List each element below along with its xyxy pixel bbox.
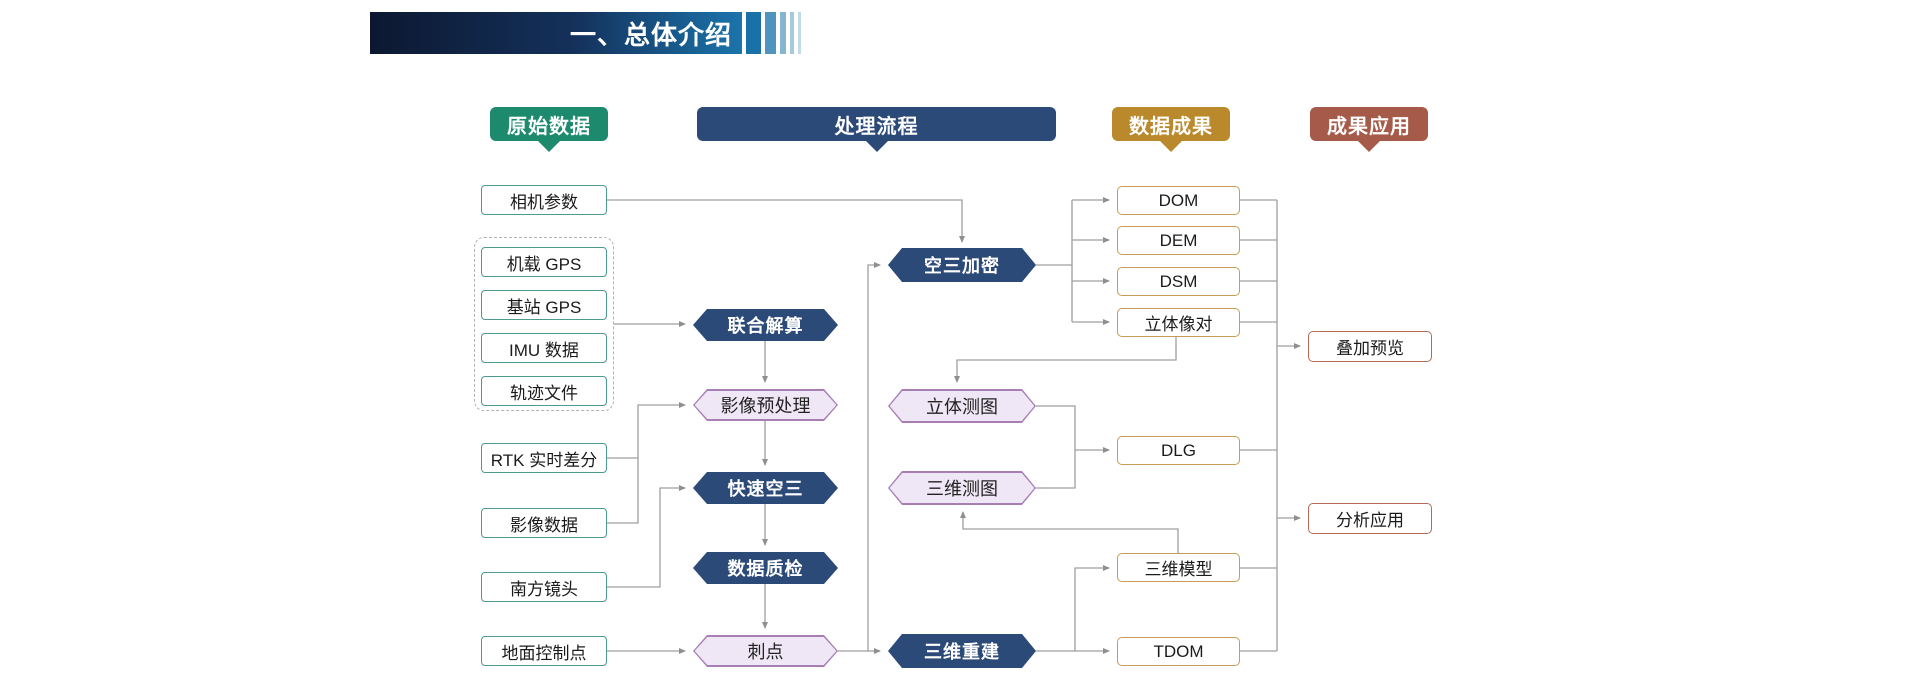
node-tdom: TDOM <box>1117 637 1240 666</box>
stripe-decoration <box>746 12 761 54</box>
hexagon-fill <box>890 473 1035 504</box>
column-header-applications: 成果应用 <box>1310 107 1428 141</box>
node-track-file: 轨迹文件 <box>481 376 607 406</box>
node-3d-mapping-label: 三维测图 <box>926 479 998 499</box>
node-rtk-diff: RTK 实时差分 <box>481 443 607 473</box>
node-stereo-mapping: 立体测图 <box>888 389 1036 423</box>
node-overlay-preview: 叠加预览 <box>1308 331 1432 362</box>
node-stereo-pair: 立体像对 <box>1117 308 1240 337</box>
column-header-process: 处理流程 <box>697 107 1056 141</box>
node-point-prick-label: 刺点 <box>747 642 784 662</box>
node-dlg: DLG <box>1117 436 1240 465</box>
node-ground-control: 地面控制点 <box>481 636 607 666</box>
node-dsm: DSM <box>1117 267 1240 296</box>
node-3d-mapping: 三维测图 <box>888 471 1036 505</box>
column-header-raw-data: 原始数据 <box>490 107 608 141</box>
node-camera-params: 相机参数 <box>481 185 607 215</box>
stripe-decoration <box>780 12 786 54</box>
node-base-gps: 基站 GPS <box>481 290 607 320</box>
node-imu-data: IMU 数据 <box>481 333 607 363</box>
node-south-lens: 南方镜头 <box>481 572 607 602</box>
node-3d-model: 三维模型 <box>1117 553 1240 582</box>
node-dom: DOM <box>1117 186 1240 215</box>
stripe-decoration <box>798 12 801 54</box>
hexagon-fill <box>695 391 837 420</box>
column-header-results: 数据成果 <box>1112 107 1230 141</box>
stripe-decoration <box>765 12 776 54</box>
node-image-preprocess-label: 影像预处理 <box>720 396 811 416</box>
node-3d-reconstruction: 三维重建 <box>888 634 1036 668</box>
stripe-decoration <box>790 12 794 54</box>
node-analysis-app: 分析应用 <box>1308 503 1432 534</box>
node-at-densification: 空三加密 <box>888 248 1036 282</box>
node-fast-aerotriangulation: 快速空三 <box>693 472 838 504</box>
banner-stripes-decoration <box>746 12 801 54</box>
node-stereo-mapping-label: 立体测图 <box>926 397 998 417</box>
node-airborne-gps: 机载 GPS <box>481 247 607 277</box>
hexagon-fill <box>890 391 1035 422</box>
group-gps-track-files <box>474 237 614 411</box>
hexagon-fill <box>695 637 837 666</box>
node-image-preprocess: 影像预处理 <box>693 389 838 421</box>
section-title-banner: 一、总体介绍 <box>370 12 742 54</box>
node-joint-solution: 联合解算 <box>693 309 838 341</box>
node-data-qc: 数据质检 <box>693 552 838 584</box>
node-point-prick: 刺点 <box>693 635 838 667</box>
node-image-data: 影像数据 <box>481 508 607 538</box>
node-dem: DEM <box>1117 226 1240 255</box>
